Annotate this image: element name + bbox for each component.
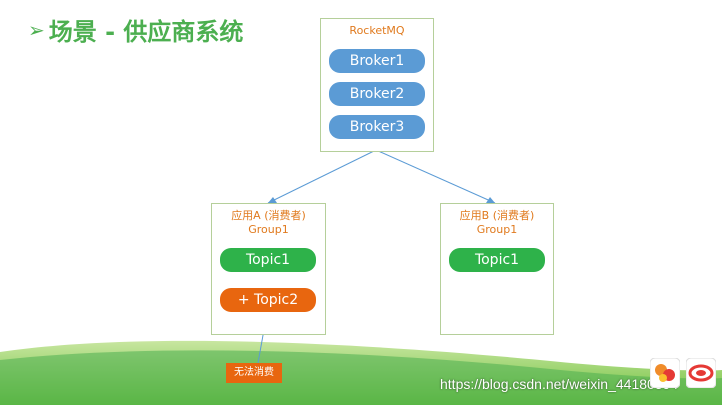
arrowhead-app-a <box>268 197 277 203</box>
swirl-logo-icon <box>686 358 716 388</box>
connector-rocketmq-to-app-a <box>267 149 377 204</box>
app-a-label-line2: Group1 <box>248 223 289 236</box>
broker-3: Broker3 <box>329 115 425 139</box>
app-a-topic2: + Topic2 <box>220 288 316 312</box>
page-title-text: 场景 - 供应商系统 <box>48 18 244 46</box>
broker-1: Broker1 <box>329 49 425 73</box>
cannot-consume-note: 无法消费 <box>226 363 282 383</box>
rocketmq-label: RocketMQ <box>349 24 405 37</box>
app-a-label-line1: 应用A (消费者) <box>231 209 306 222</box>
app-a-topic1: Topic1 <box>220 248 316 272</box>
app-b-label-line2: Group1 <box>476 223 518 236</box>
app-b-box: 应用B (消费者) Group1 Topic1 <box>440 203 554 335</box>
bullet-arrow-icon: ➢ <box>28 17 45 42</box>
page-title: ➢ 场景 - 供应商系统 <box>28 12 243 47</box>
arrowhead-app-b <box>486 197 495 203</box>
connector-rocketmq-to-app-b <box>375 149 496 204</box>
watermark-url: https://blog.csdn.net/weixin_44180594 <box>440 376 679 392</box>
broker-2: Broker2 <box>329 82 425 106</box>
app-b-topic1: Topic1 <box>449 248 545 272</box>
app-b-label-line1: 应用B (消费者) <box>459 209 535 222</box>
green-wave-highlight <box>0 350 722 405</box>
rocketmq-box: RocketMQ Broker1 Broker2 Broker3 <box>320 18 434 152</box>
app-a-box: 应用A (消费者) Group1 Topic1 + Topic2 <box>211 203 326 335</box>
brand-logo-icon <box>650 358 680 388</box>
